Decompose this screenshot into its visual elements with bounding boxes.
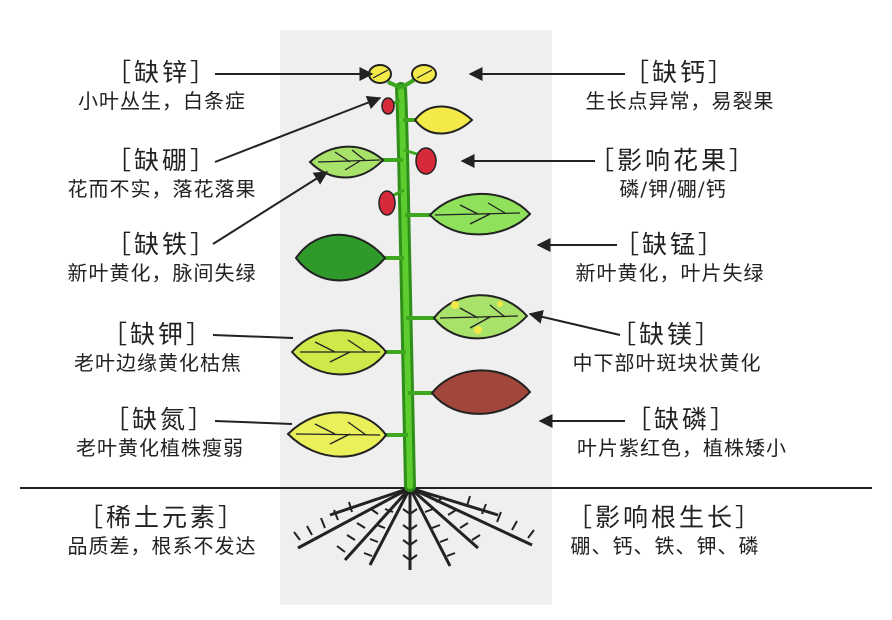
leaf-iron-left (294, 233, 404, 282)
label-zinc-desc: 小叶丛生，白条症 (78, 89, 246, 113)
label-flower-fruit-desc: 磷/钾/硼/钙 (619, 177, 727, 201)
label-calcium-title: ［缺钙］ (623, 58, 736, 87)
pointer-lines (212, 67, 625, 428)
label-phosphorus-title: ［缺磷］ (625, 405, 738, 434)
label-potassium-title: ［缺钾］ (101, 320, 214, 349)
label-iron: ［缺铁］ 新叶黄化，脉间失绿 (68, 230, 257, 286)
label-zinc-title: ［缺锌］ (105, 58, 218, 87)
leaf-potassium-left (290, 329, 406, 376)
label-nitrogen-desc: 老叶黄化植株瘦弱 (76, 436, 244, 460)
leaf-magnesium-right (406, 294, 529, 340)
label-manganese: ［缺锰］ 新叶黄化，叶片失绿 (576, 230, 765, 286)
roots (297, 486, 533, 570)
fruits (378, 97, 437, 216)
label-boron: ［缺硼］ 花而不实，落花落果 (68, 146, 257, 202)
label-nitrogen-title: ［缺氮］ (103, 405, 216, 434)
leaf-phosphorus-right (408, 369, 532, 415)
leaf-manganese-right (405, 192, 532, 236)
label-rare-earth-desc: 品质差，根系不发达 (67, 534, 257, 558)
label-calcium-desc: 生长点异常，易裂果 (585, 89, 775, 113)
label-magnesium-desc: 中下部叶斑块状黄化 (572, 351, 762, 375)
label-boron-desc: 花而不实，落花落果 (67, 177, 257, 201)
label-phosphorus: ［缺磷］ 叶片紫红色，植株矮小 (577, 405, 787, 461)
label-calcium: ［缺钙］ 生长点异常，易裂果 (586, 58, 775, 114)
label-potassium: ［缺钾］ 老叶边缘黄化枯焦 (74, 320, 242, 376)
leaf-boron-left (308, 145, 403, 179)
label-flower-fruit: ［影响花果］ 磷/钾/硼/钙 (589, 146, 757, 202)
label-potassium-desc: 老叶边缘黄化枯焦 (74, 351, 242, 375)
root-hairs (293, 495, 535, 561)
label-iron-title: ［缺铁］ (105, 230, 218, 259)
label-phosphorus-desc: 叶片紫红色，植株矮小 (577, 436, 787, 460)
label-root-growth-title: ［影响根生长］ (566, 503, 764, 532)
label-boron-title: ［缺硼］ (105, 146, 218, 175)
label-root-growth: ［影响根生长］ 硼、钙、铁、钾、磷 (567, 503, 763, 559)
label-rare-earth: ［稀土元素］ 品质差，根系不发达 (68, 503, 257, 559)
leaf-nitrogen-left (286, 411, 408, 458)
label-iron-desc: 新叶黄化，脉间失绿 (67, 261, 257, 285)
label-manganese-title: ［缺锰］ (613, 230, 726, 259)
label-nitrogen: ［缺氮］ 老叶黄化植株瘦弱 (76, 405, 244, 461)
label-rare-earth-title: ［稀土元素］ (77, 503, 246, 532)
label-magnesium-title: ［缺镁］ (610, 320, 723, 349)
label-manganese-desc: 新叶黄化，叶片失绿 (575, 261, 765, 285)
label-root-growth-desc: 硼、钙、铁、钾、磷 (570, 534, 760, 558)
label-zinc: ［缺锌］ 小叶丛生，白条症 (78, 58, 246, 114)
label-flower-fruit-title: ［影响花果］ (588, 146, 758, 175)
label-magnesium: ［缺镁］ 中下部叶斑块状黄化 (573, 320, 762, 376)
leaf-yellow-upper-right (403, 105, 474, 135)
